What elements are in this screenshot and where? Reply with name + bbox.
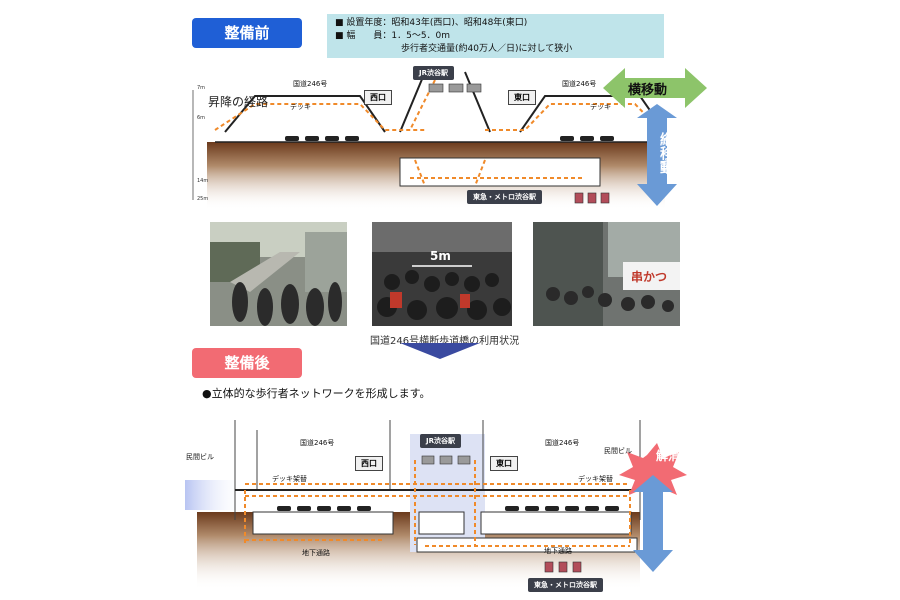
minkan-glow — [185, 480, 245, 510]
after-cross-section-diagram — [185, 420, 687, 590]
deck-label-right: デッキ — [590, 103, 611, 111]
photo-caption: 国道246号横断歩道橋の利用状況 — [370, 336, 520, 347]
facility-info-box: ■ 設置年度：昭和43年(西口)、昭和48年(東口) ■ 幅 員：1．5～5．0… — [327, 14, 664, 58]
tokyu-station-label: 東急・メトロ渋谷駅 — [467, 190, 542, 204]
jr-station-label: JR渋谷駅 — [413, 66, 454, 80]
east-exit-label: 東口 — [508, 90, 536, 105]
resolve-label: 解消 — [656, 449, 681, 463]
jr-trains — [428, 83, 482, 93]
road-label-after-right: 国道246号 — [545, 439, 580, 447]
cars-left — [285, 136, 359, 141]
east-exit-label-after: 東口 — [490, 456, 518, 471]
network-description: ●立体的な歩行者ネットワークを形成します。 — [202, 387, 431, 400]
west-exit-label: 西口 — [364, 90, 392, 105]
width-label-5m: 5m — [430, 249, 451, 263]
route-label: 昇降の経路 — [208, 95, 269, 109]
photo-stairs-crowd — [210, 222, 347, 326]
info-line-width: ■ 幅 員：1．5～5．0m — [335, 31, 451, 41]
west-exit-label-after: 西口 — [355, 456, 383, 471]
underground-route-arrows — [410, 159, 585, 187]
jr-station-slopes — [399, 71, 491, 133]
tokyu-trains — [574, 192, 610, 204]
underground-concourse — [399, 157, 601, 187]
vertical-move-label-before: 縦移動 — [658, 132, 674, 174]
vertical-move-arrow-after — [633, 475, 673, 572]
deck-label-left: デッキ — [290, 103, 311, 111]
cars-after — [277, 506, 619, 511]
after-title-badge: 整備後 — [192, 348, 302, 378]
photo-street-overpass: 串かつ — [533, 222, 680, 326]
deck-label-after-right: デッキ架替 — [578, 475, 613, 483]
minkan-label-left: 民間ビル — [186, 453, 214, 461]
scale-mark-14m: 14m — [197, 178, 209, 184]
info-line-year: ■ 設置年度：昭和43年(西口)、昭和48年(東口) — [335, 18, 528, 28]
underground-label-left: 地下通路 — [302, 549, 330, 557]
jr-trains-after — [421, 455, 471, 465]
scale-mark-6m: 6m — [197, 115, 206, 121]
horizontal-move-label: 横移動 — [628, 83, 668, 98]
road-label-right: 国道246号 — [562, 80, 597, 88]
scale-mark-25m: 25m — [197, 196, 209, 202]
street-sign: 串かつ — [631, 270, 668, 284]
horizontal-move-arrow — [603, 68, 707, 108]
scale-mark-7m: 7m — [197, 85, 206, 91]
down-triangle-icon — [400, 343, 480, 359]
road-label-left: 国道246号 — [293, 80, 328, 88]
resolve-burst — [619, 443, 687, 502]
before-cross-section-diagram — [192, 68, 707, 210]
jr-station-label-after: JR渋谷駅 — [420, 434, 461, 448]
tokyu-trains-after — [544, 561, 582, 573]
road-label-after: 国道246号 — [300, 439, 335, 447]
tokyu-station-label-after: 東急・メトロ渋谷駅 — [528, 578, 603, 592]
route-arrows-after — [244, 460, 631, 547]
minkan-label-right: 民間ビル — [604, 447, 632, 455]
cars-right — [560, 136, 614, 141]
info-line-traffic: 歩行者交通量(約40万人／日)に対して狭小 — [401, 44, 573, 54]
underground-label-right: 地下通路 — [544, 547, 572, 555]
vertical-move-label-after: 縦移動 — [661, 504, 677, 546]
vertical-move-arrow — [637, 104, 677, 206]
deck-label-after-left: デッキ架替 — [272, 475, 307, 483]
before-title-badge: 整備前 — [192, 18, 302, 48]
photo-crowded-bridge: 5m — [372, 222, 512, 326]
